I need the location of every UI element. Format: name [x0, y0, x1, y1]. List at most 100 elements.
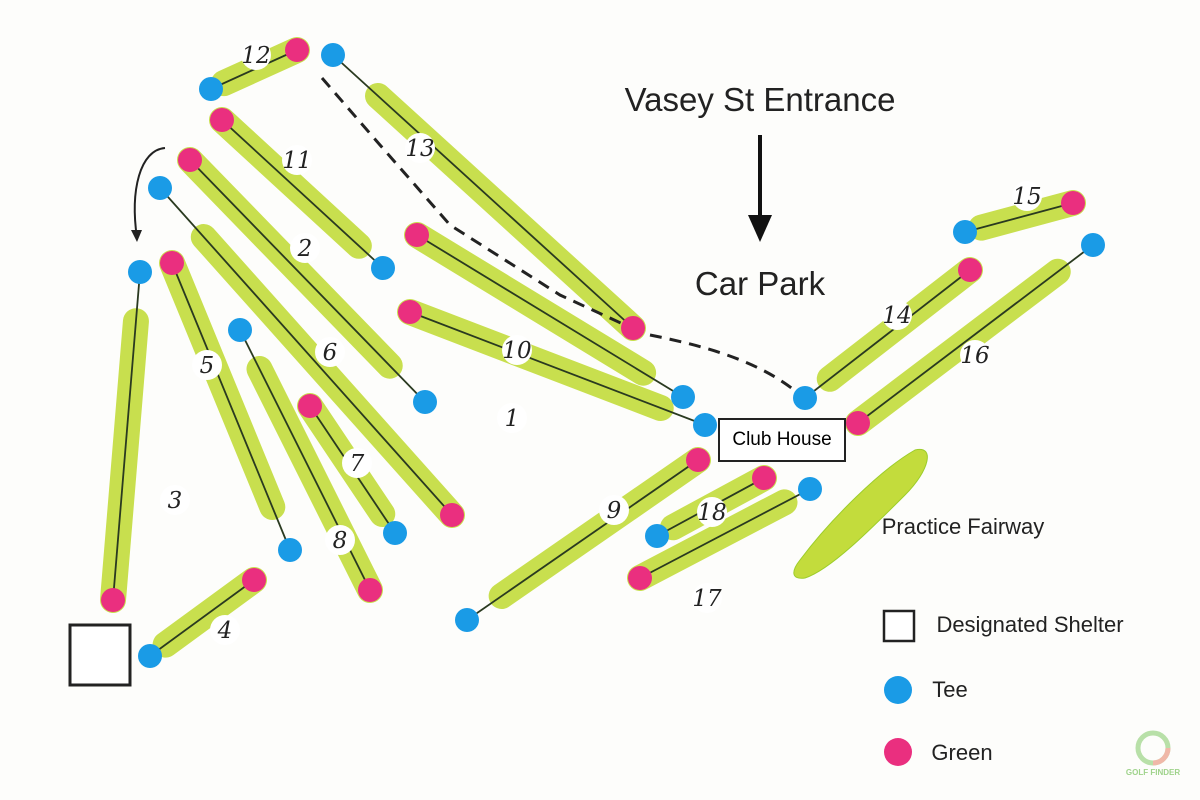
hole-line-11 [221, 119, 384, 269]
tee-marker-hole-16 [1081, 233, 1105, 257]
tee-marker-hole-17 [798, 477, 822, 501]
entrance-label: Vasey St Entrance [624, 81, 896, 118]
hole-label-bg [960, 340, 990, 370]
tee-marker-hole-13 [321, 43, 345, 67]
hole-line-3 [112, 271, 141, 601]
practice-fairway-label: Practice Fairway [881, 514, 1045, 539]
green-marker-hole-14 [958, 258, 982, 282]
hole-label-bg [342, 448, 372, 478]
hole-label-bg [502, 335, 532, 365]
tee-marker-hole-5 [278, 538, 302, 562]
hole-number-13: 13 [405, 136, 434, 162]
legend-tee-label: Tee [932, 677, 968, 702]
green-marker-hole-3 [101, 588, 125, 612]
tee-marker-hole-1 [693, 413, 717, 437]
hole-number-14: 14 [882, 303, 911, 329]
legend-green-label: Green [931, 740, 993, 765]
tee-marker-hole-2 [413, 390, 437, 414]
green-marker-hole-7 [298, 394, 322, 418]
hole-line-6 [159, 187, 453, 516]
green-marker-hole-10 [405, 223, 429, 247]
hole-number-3: 3 [168, 488, 183, 514]
hole-number-9: 9 [607, 498, 622, 524]
green-marker-hole-13 [621, 316, 645, 340]
hole-label-bg [325, 525, 355, 555]
hole-label-bg [405, 133, 435, 163]
hole-label-bg [210, 615, 240, 645]
green-marker-hole-5 [160, 251, 184, 275]
hole-label-bg [315, 337, 345, 367]
hole-number-11: 11 [282, 148, 311, 174]
watermark-text: GOLF FINDER [1125, 768, 1181, 777]
green-marker-hole-8 [358, 578, 382, 602]
club-house: Club House [718, 418, 846, 462]
green-marker-hole-9 [686, 448, 710, 472]
hole-label-bg [497, 403, 527, 433]
golf-finder-icon [1135, 730, 1171, 766]
car-park-label: Car Park [694, 265, 826, 302]
tee-marker-hole-4 [138, 644, 162, 668]
tee-marker-hole-9 [455, 608, 479, 632]
legend-shelter-label: Designated Shelter [936, 612, 1124, 637]
tee-marker-hole-11 [371, 256, 395, 280]
green-marker-hole-12 [285, 38, 309, 62]
hole-number-7: 7 [350, 451, 365, 477]
hole-2-to-3-arrow [133, 147, 166, 239]
tee-marker-hole-6 [148, 176, 172, 200]
hole-label-bg [192, 350, 222, 380]
tee-marker-hole-12 [199, 77, 223, 101]
tee-marker-hole-10 [671, 385, 695, 409]
hole-label-bg [882, 300, 912, 330]
hole-label-bg [160, 485, 190, 515]
tee-marker-hole-8 [228, 318, 252, 342]
hole-number-10: 10 [502, 338, 531, 364]
legend-green-icon [884, 738, 912, 766]
tee-marker-hole-15 [953, 220, 977, 244]
green-marker-hole-18 [752, 466, 776, 490]
tee-marker-hole-14 [793, 386, 817, 410]
hole-line-2 [189, 159, 426, 403]
hole-label-bg [241, 40, 271, 70]
practice-fairway [793, 448, 928, 579]
arrowhead-icon [131, 230, 142, 242]
hole-number-1: 1 [505, 406, 520, 432]
hole-line-17 [639, 488, 811, 579]
green-marker-hole-11 [210, 108, 234, 132]
legend-tee-icon [884, 676, 912, 704]
green-marker-hole-6 [440, 503, 464, 527]
hole-number-17: 17 [692, 586, 722, 612]
hole-number-4: 4 [217, 618, 233, 644]
green-marker-hole-1 [398, 300, 422, 324]
tee-marker-hole-7 [383, 521, 407, 545]
entrance-arrowhead-icon [748, 215, 772, 242]
golf-finder-logo: GOLF FINDER [1118, 728, 1188, 777]
hole-label-bg [692, 583, 722, 613]
hole-number-5: 5 [200, 353, 215, 379]
hole-number-15: 15 [1012, 184, 1041, 210]
hole-number-16: 16 [960, 343, 989, 369]
hole-label-bg [1012, 181, 1042, 211]
designated-shelter [68, 623, 132, 687]
hole-number-12: 12 [241, 43, 270, 69]
hole-line-10 [416, 234, 684, 398]
hole-label-bg [599, 495, 629, 525]
hole-number-18: 18 [697, 500, 726, 526]
hole-line-9 [466, 459, 699, 621]
green-marker-hole-16 [846, 411, 870, 435]
green-marker-hole-4 [242, 568, 266, 592]
hole-line-16 [857, 244, 1094, 424]
hole-number-6: 6 [323, 340, 338, 366]
tee-marker-hole-3 [128, 260, 152, 284]
green-marker-hole-2 [178, 148, 202, 172]
hole-label-bg [282, 145, 312, 175]
hole-line-5 [171, 262, 291, 551]
tee-marker-hole-18 [645, 524, 669, 548]
walking-path [320, 77, 801, 397]
hole-line-14 [804, 269, 971, 399]
hole-line-13 [332, 54, 634, 329]
legend-shelter-icon [882, 609, 916, 643]
hole-label-bg [290, 233, 320, 263]
hole-label-bg [697, 497, 727, 527]
